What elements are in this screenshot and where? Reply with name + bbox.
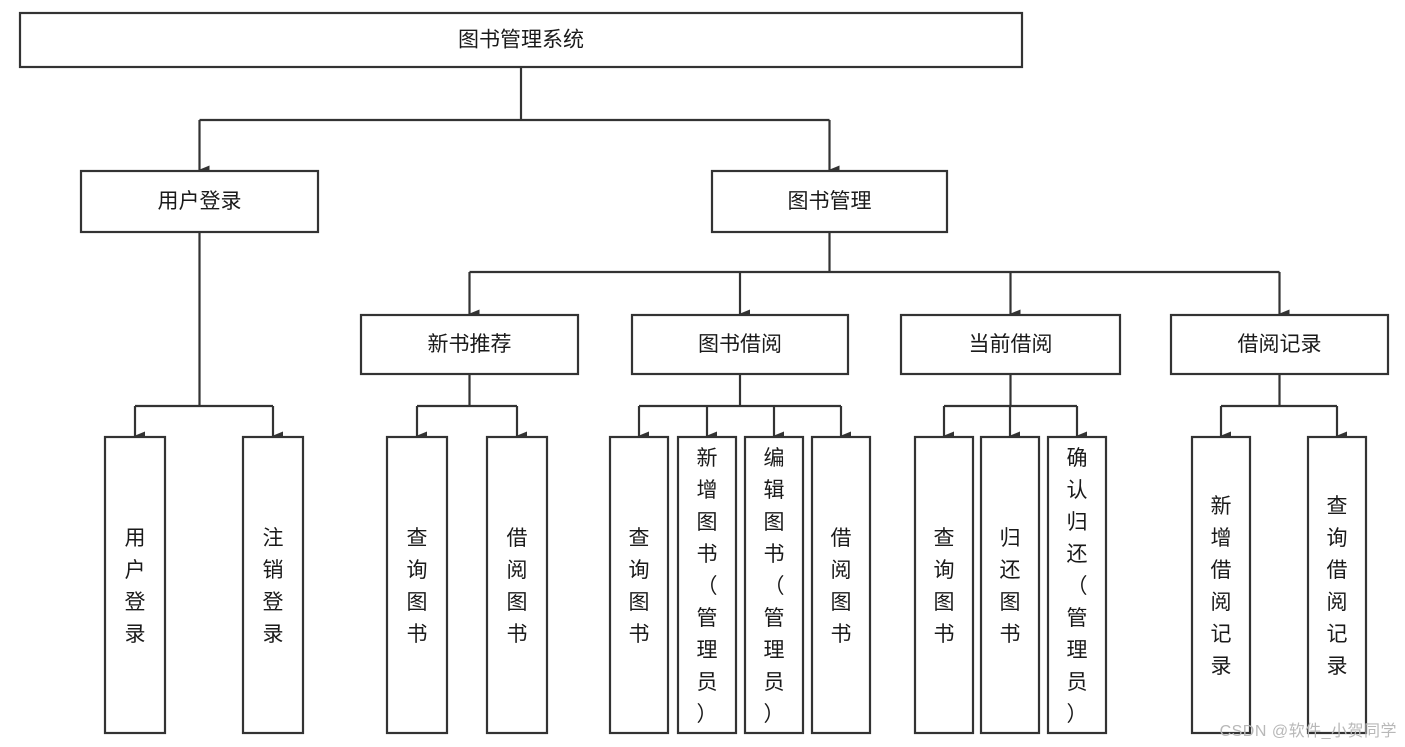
node-book-management[interactable]: 图书管理	[710, 169, 949, 234]
node-leaf-edit-book[interactable]: 编辑图书（管理员）	[743, 435, 805, 735]
node-leaf-borrow-book-rec[interactable]: 借阅图书	[485, 435, 549, 735]
node-label-leaf-query-book-rec: 查询图书	[407, 527, 428, 646]
node-current-borrow[interactable]: 当前借阅	[899, 313, 1122, 376]
node-box-leaf-return-book[interactable]	[979, 435, 1041, 735]
node-leaf-query-book-rec[interactable]: 查询图书	[385, 435, 449, 735]
node-label-leaf-borrow-book-rec: 借阅图书	[507, 527, 528, 646]
node-book-borrow[interactable]: 图书借阅	[630, 313, 850, 376]
node-label-leaf-add-book: 新增图书（管理员）	[697, 447, 718, 726]
node-leaf-query-book-cur[interactable]: 查询图书	[913, 435, 975, 735]
node-box-leaf-query-book-rec[interactable]	[385, 435, 449, 735]
node-box-root[interactable]	[18, 11, 1024, 69]
node-borrow-record[interactable]: 借阅记录	[1169, 313, 1390, 376]
node-label-leaf-return-book: 归还图书	[1000, 527, 1021, 646]
node-box-book-management[interactable]	[710, 169, 949, 234]
node-label-leaf-query-book-cur: 查询图书	[934, 527, 955, 646]
node-root[interactable]: 图书管理系统	[18, 11, 1024, 69]
node-user-login[interactable]: 用户登录	[79, 169, 320, 234]
node-label-new-book-recommend: 新书推荐	[428, 333, 512, 356]
node-box-user-login[interactable]	[79, 169, 320, 234]
node-label-book-management: 图书管理	[788, 190, 872, 213]
node-box-leaf-edit-book[interactable]	[743, 435, 805, 735]
node-label-user-login: 用户登录	[158, 190, 242, 213]
csdn-watermark: CSDN @软件_小贺同学	[1219, 723, 1397, 740]
node-label-leaf-borrow-book: 借阅图书	[831, 527, 852, 646]
node-box-leaf-user-login[interactable]	[103, 435, 167, 735]
node-label-leaf-confirm-return: 确认归还（管理员）	[1067, 447, 1088, 726]
node-leaf-borrow-book[interactable]: 借阅图书	[810, 435, 872, 735]
node-label-leaf-user-login: 用户登录	[125, 527, 146, 646]
node-label-leaf-logout: 注销登录	[263, 527, 284, 646]
node-label-leaf-query-book-borrow: 查询图书	[629, 527, 650, 646]
node-label-borrow-record: 借阅记录	[1238, 333, 1322, 356]
node-layer: 图书管理系统用户登录图书管理新书推荐图书借阅当前借阅借阅记录用户登录注销登录查询…	[18, 11, 1390, 735]
node-box-leaf-query-book-cur[interactable]	[913, 435, 975, 735]
node-label-leaf-edit-book: 编辑图书（管理员）	[764, 447, 785, 726]
node-box-leaf-add-record[interactable]	[1190, 435, 1252, 735]
node-box-leaf-confirm-return[interactable]	[1046, 435, 1108, 735]
node-box-new-book-recommend[interactable]	[359, 313, 580, 376]
node-leaf-logout[interactable]: 注销登录	[241, 435, 305, 735]
node-leaf-add-book[interactable]: 新增图书（管理员）	[676, 435, 738, 735]
node-box-leaf-borrow-book-rec[interactable]	[485, 435, 549, 735]
node-label-root: 图书管理系统	[458, 29, 584, 52]
connector-layer	[133, 67, 1347, 441]
node-box-leaf-borrow-book[interactable]	[810, 435, 872, 735]
node-new-book-recommend[interactable]: 新书推荐	[359, 313, 580, 376]
node-leaf-user-login[interactable]: 用户登录	[103, 435, 167, 735]
node-leaf-confirm-return[interactable]: 确认归还（管理员）	[1046, 435, 1108, 735]
node-label-current-borrow: 当前借阅	[969, 333, 1053, 356]
node-label-leaf-add-record: 新增借阅记录	[1211, 495, 1232, 678]
node-box-leaf-query-book-borrow[interactable]	[608, 435, 670, 735]
node-box-borrow-record[interactable]	[1169, 313, 1390, 376]
node-box-current-borrow[interactable]	[899, 313, 1122, 376]
node-label-leaf-query-record: 查询借阅记录	[1327, 495, 1348, 678]
node-box-leaf-logout[interactable]	[241, 435, 305, 735]
node-box-leaf-query-record[interactable]	[1306, 435, 1368, 735]
node-leaf-add-record[interactable]: 新增借阅记录	[1190, 435, 1252, 735]
node-box-book-borrow[interactable]	[630, 313, 850, 376]
node-label-book-borrow: 图书借阅	[698, 333, 782, 356]
node-leaf-return-book[interactable]: 归还图书	[979, 435, 1041, 735]
node-box-leaf-add-book[interactable]	[676, 435, 738, 735]
node-leaf-query-book-borrow[interactable]: 查询图书	[608, 435, 670, 735]
node-leaf-query-record[interactable]: 查询借阅记录	[1306, 435, 1368, 735]
